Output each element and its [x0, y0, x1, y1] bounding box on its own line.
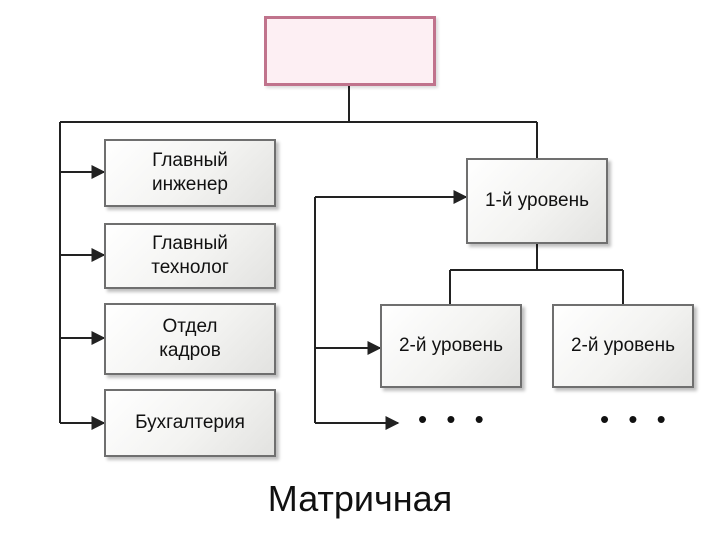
unit-chief-engineer-line1: Главный [152, 150, 228, 171]
unit-chief-engineer: Главный инженер [104, 139, 276, 207]
level2-right-label: 2-й уровень [570, 335, 676, 356]
unit-chief-technologist: Главный технолог [104, 223, 276, 289]
unit-chief-technologist-line1: Главный [152, 233, 228, 254]
unit-hr-line1: Отдел [162, 316, 218, 337]
unit-accounting-label: Бухгалтерия [135, 412, 245, 433]
ellipsis-right: • • • [600, 404, 672, 434]
unit-chief-engineer-line2: инженер [151, 174, 228, 195]
top-management-box [264, 16, 436, 86]
level2-box-right: 2-й уровень [552, 304, 694, 388]
level2-box-left: 2-й уровень [380, 304, 522, 388]
unit-hr-line2: кадров [159, 340, 221, 361]
unit-chief-technologist-line2: технолог [151, 257, 229, 278]
level1-label: 1-й уровень [484, 190, 590, 211]
unit-accounting: Бухгалтерия [104, 389, 276, 457]
level2-left-label: 2-й уровень [398, 335, 504, 356]
unit-hr-department: Отдел кадров [104, 303, 276, 375]
diagram-caption: Матричная [267, 478, 453, 519]
level1-box: 1-й уровень [466, 158, 608, 244]
ellipsis-left: • • • [418, 404, 490, 434]
